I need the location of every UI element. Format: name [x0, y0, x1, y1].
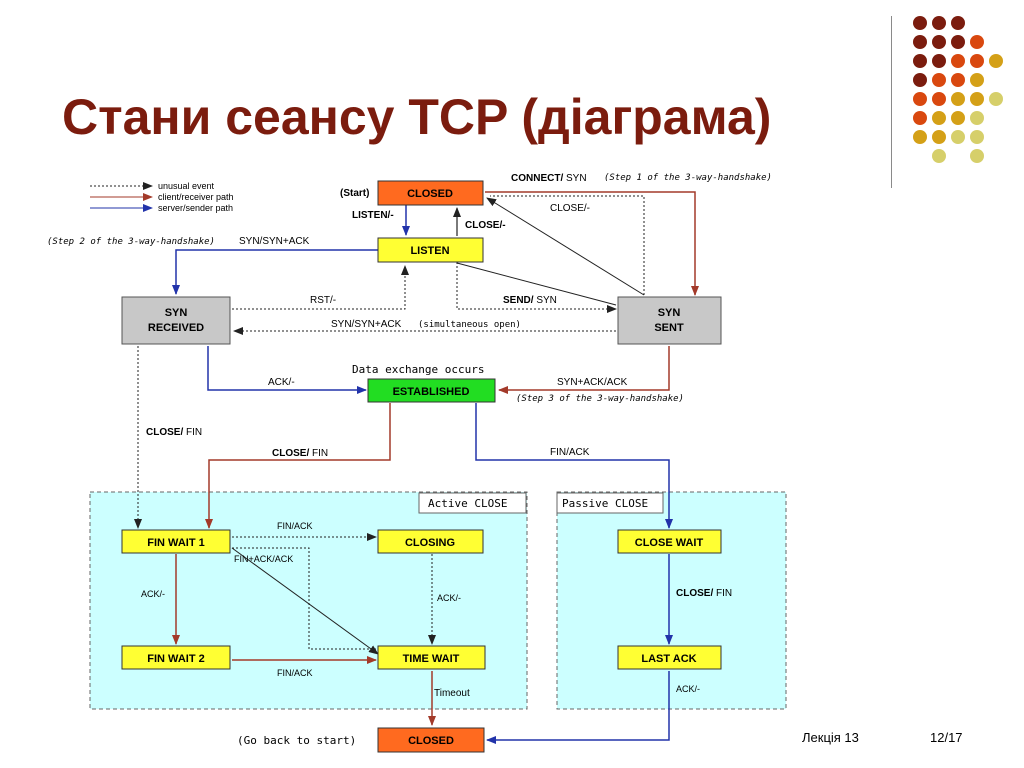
arrow-synreceived-established: [207, 346, 367, 394]
state-listen: [377, 237, 484, 263]
legend-unusual-text: unusual event: [158, 181, 215, 191]
passive-close-label: Passive CLOSE: [562, 497, 648, 510]
state-last-ack: [617, 645, 722, 670]
label-send: SEND/ SYN: [503, 295, 557, 306]
arrow-lastack-closed: [486, 671, 670, 744]
label-ack-dash-closing: ACK/-: [437, 593, 461, 603]
slide-title: Стани сеансу TCP (діаграма): [62, 89, 772, 145]
label-rst: RST/-: [310, 295, 336, 306]
state-fin-wait-1: [121, 529, 231, 554]
state-fin-wait-2-label: FIN WAIT 2: [147, 653, 204, 665]
label-ack-dash-last: ACK/-: [676, 684, 700, 694]
dot-grid: [913, 16, 1003, 163]
label-step1: (Step 1 of the 3-way-handshake): [604, 173, 772, 183]
arrow-finwait1-timewait: [231, 547, 379, 655]
arrow-established-closewait: [475, 403, 673, 529]
legend-client-text: client/receiver path: [158, 192, 234, 202]
label-fin-ack-top: FIN/ACK: [277, 521, 313, 531]
active-close-label: Active CLOSE: [428, 497, 507, 510]
passive-close-tab: [556, 492, 664, 514]
label-data-exchange: Data exchange occurs: [352, 363, 484, 376]
arrow-send-dotted: [456, 262, 617, 313]
state-time-wait: [377, 645, 486, 670]
label-close-fin-left: CLOSE/ FIN: [146, 427, 202, 438]
arrow-synsent-closed: [486, 197, 645, 296]
legend: unusual event client/receiver path serve…: [90, 181, 234, 213]
state-listen-label: LISTEN: [410, 245, 449, 257]
state-syn-received: [121, 296, 231, 345]
label-close-fin-mid: CLOSE/ FIN: [272, 448, 328, 459]
label-synack-ack: SYN+ACK/ACK: [557, 377, 628, 388]
state-syn-sent-label-2: SENT: [654, 322, 684, 334]
title-divider: [891, 16, 892, 188]
label-fin-ack-ack: FIN+ACK/ACK: [234, 554, 293, 564]
arrow-send-solid: [456, 262, 617, 306]
label-step2: (Step 2 of the 3-way-handshake): [47, 237, 215, 247]
arrow-rst: [232, 265, 409, 310]
state-close-wait: [617, 529, 722, 554]
state-syn-sent-label-1: SYN: [658, 307, 681, 319]
label-close-fin-right: CLOSE/ FIN: [676, 588, 732, 599]
label-ack-dash-left: ACK/-: [141, 589, 165, 599]
state-closing-label: CLOSING: [405, 537, 455, 549]
footer-page-number: 12/17: [930, 730, 963, 745]
label-connect: CONNECT/ SYN: [511, 173, 587, 184]
state-syn-received-label-2: RECEIVED: [148, 322, 204, 334]
label-go-back: (Go back to start): [237, 734, 356, 747]
state-closing: [377, 529, 484, 554]
passive-close-region: [556, 491, 787, 710]
state-closed-bottom: [377, 727, 485, 753]
state-closed-bottom-label: CLOSED: [408, 735, 454, 747]
label-fin-ack-bottom: FIN/ACK: [277, 668, 313, 678]
arrow-close-dotted: [490, 195, 645, 295]
state-fin-wait-1-label: FIN WAIT 1: [147, 537, 204, 549]
footer-lecture: Лекція 13: [802, 730, 859, 745]
state-closed-top-label: CLOSED: [407, 188, 453, 200]
state-established: [367, 378, 496, 403]
arrow-listen-synreceived: [172, 249, 378, 295]
arrow-established-finwait1: [205, 403, 391, 529]
label-close-b: CLOSE/-: [465, 220, 506, 231]
label-simultaneous: (simultaneous open): [418, 320, 521, 330]
label-step3: (Step 3 of the 3-way-handshake): [516, 394, 684, 404]
label-syn-synack-2: SYN/SYN+ACK: [331, 319, 402, 330]
state-fin-wait-2: [121, 645, 231, 670]
label-close-a: CLOSE/-: [550, 203, 590, 214]
state-established-label: ESTABLISHED: [393, 386, 470, 398]
active-close-tab: [418, 492, 527, 514]
arrow-synsent-established: [498, 346, 670, 394]
legend-server-text: server/sender path: [158, 203, 233, 213]
state-last-ack-label: LAST ACK: [641, 653, 696, 665]
state-syn-received-label-1: SYN: [165, 307, 188, 319]
state-time-wait-label: TIME WAIT: [403, 653, 460, 665]
state-syn-sent: [617, 296, 722, 345]
label-ack-dash: ACK/-: [268, 377, 295, 388]
state-close-wait-label: CLOSE WAIT: [635, 537, 704, 549]
decorative-dot-cluster: [913, 16, 1003, 163]
label-timeout: Timeout: [434, 688, 470, 699]
label-fin-ack-right: FIN/ACK: [550, 447, 590, 458]
label-start: (Start): [340, 188, 369, 199]
arrow-connect: [485, 191, 699, 296]
label-listen: LISTEN/-: [352, 210, 394, 221]
state-closed-top: [377, 180, 484, 206]
label-syn-synack: SYN/SYN+ACK: [239, 236, 310, 247]
